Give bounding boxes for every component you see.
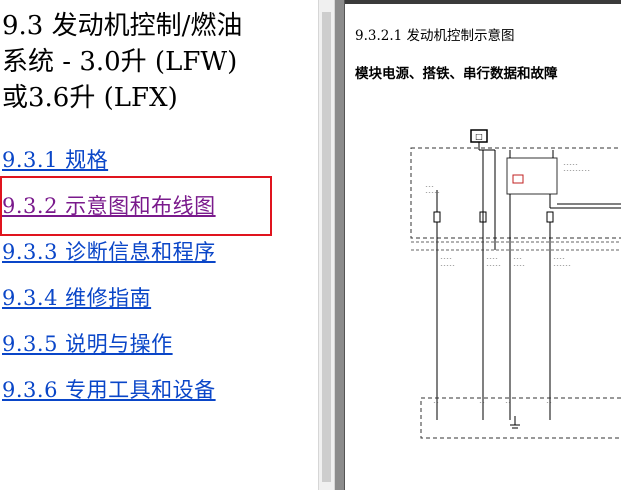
svg-text:----: ---- bbox=[486, 256, 498, 262]
svg-text:-----: ----- bbox=[440, 263, 455, 269]
relay-coil bbox=[512, 174, 524, 184]
svg-text:---: --- bbox=[425, 184, 434, 190]
section-heading: 9.3.2.1 发动机控制示意图 bbox=[355, 28, 515, 44]
svg-text:--: -- bbox=[546, 400, 552, 406]
title-line-1: 9.3 发动机控制/燃油 bbox=[2, 11, 243, 41]
fuse-1 bbox=[433, 211, 441, 223]
section-subheading: 模块电源、搭铁、串行数据和故障 bbox=[355, 66, 558, 82]
pane-splitter[interactable] bbox=[335, 0, 344, 490]
toc-link-diagnostics[interactable]: 9.3.3 诊断信息和程序 bbox=[2, 240, 216, 264]
svg-text:----: ---- bbox=[553, 256, 565, 262]
toc-link-schematics[interactable]: 9.3.2 示意图和布线图 bbox=[2, 194, 216, 218]
toc-pane: 9.3 发动机控制/燃油 系统 - 3.0升 (LFW) 或3.6升 (LFX)… bbox=[0, 8, 318, 402]
content-top-border bbox=[345, 0, 621, 4]
scrollbar-thumb[interactable] bbox=[322, 12, 331, 482]
svg-text:------: ------ bbox=[553, 263, 571, 269]
svg-text:--: -- bbox=[433, 400, 439, 406]
power-source-label: □ bbox=[475, 132, 483, 141]
svg-text:--: -- bbox=[479, 400, 485, 406]
toc-link-repair[interactable]: 9.3.4 维修指南 bbox=[2, 286, 152, 310]
svg-text:----: ---- bbox=[513, 263, 525, 269]
svg-text:----: ---- bbox=[440, 256, 452, 262]
toc-link-tools[interactable]: 9.3.6 专用工具和设备 bbox=[2, 378, 216, 402]
ecm-module-outline bbox=[420, 397, 621, 439]
svg-text:--: -- bbox=[505, 400, 511, 406]
content-pane: 9.3.2.1 发动机控制示意图 模块电源、搭铁、串行数据和故障 □ ---- … bbox=[344, 0, 621, 490]
vertical-scrollbar[interactable] bbox=[318, 0, 335, 490]
svg-text:-----: ----- bbox=[486, 263, 501, 269]
svg-text:---------: --------- bbox=[563, 168, 590, 174]
highlight-box bbox=[0, 176, 272, 236]
toc-link-description[interactable]: 9.3.5 说明与操作 bbox=[2, 332, 173, 356]
fuse-3 bbox=[546, 211, 554, 223]
title-line-2: 系统 - 3.0升 (LFW) bbox=[2, 47, 238, 77]
svg-text:-----: ----- bbox=[563, 162, 578, 168]
relay-outline bbox=[506, 157, 558, 195]
fuse-block-outline bbox=[410, 147, 621, 239]
page-title: 9.3 发动机控制/燃油 系统 - 3.0升 (LFW) 或3.6升 (LFX) bbox=[2, 8, 318, 116]
title-line-3: 或3.6升 (LFX) bbox=[2, 83, 178, 113]
svg-text:-----: ----- bbox=[425, 190, 440, 196]
wiring-diagram: □ ---- ----- ---- ----- --- ---- ---- --… bbox=[410, 129, 621, 439]
svg-text:---: --- bbox=[513, 256, 522, 262]
toc-link-specs[interactable]: 9.3.1 规格 bbox=[2, 148, 109, 172]
